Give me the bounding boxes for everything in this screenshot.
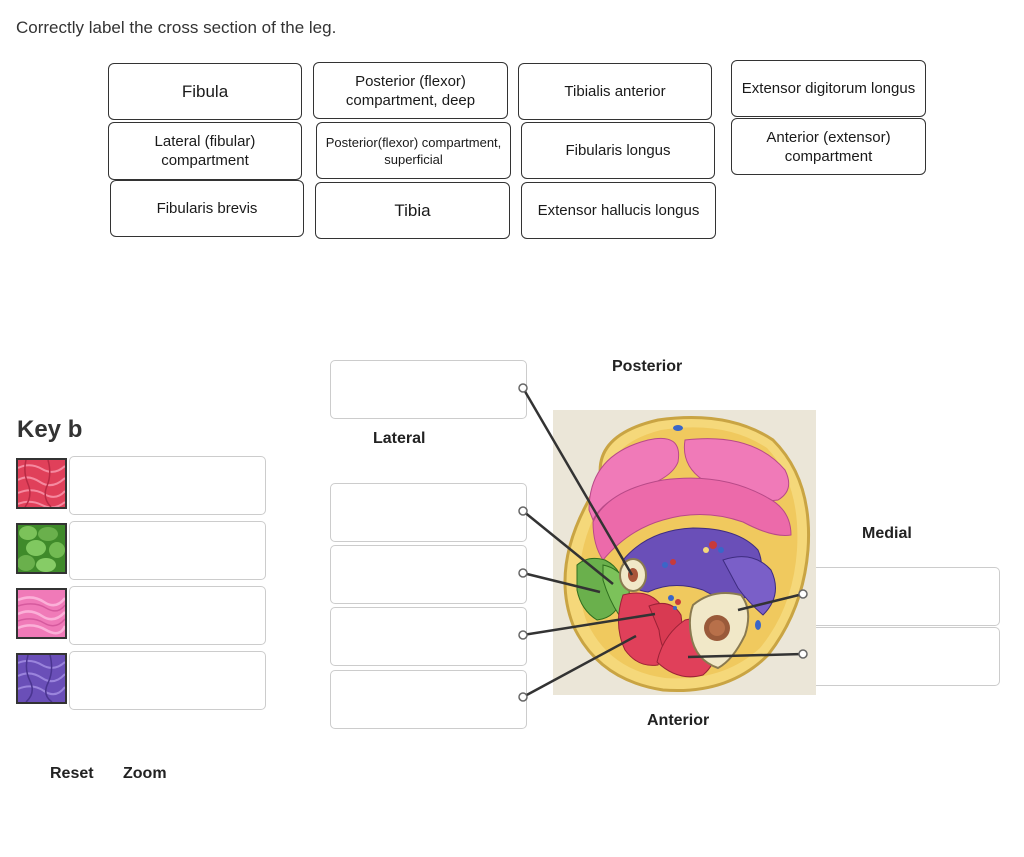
leg-cross-section-image [553,410,816,695]
label-tile-fibula[interactable]: Fibula [108,63,302,120]
direction-anterior: Anterior [647,712,710,729]
diagram-drop-zone-4[interactable] [330,607,527,666]
diagram-drop-zone-3[interactable] [330,545,527,604]
key-drop-zone-2[interactable] [69,521,266,580]
label-tile-posterior-deep[interactable]: Posterior (flexor) compartment, deep [313,62,508,119]
label-tile-tibialis-anterior[interactable]: Tibialis anterior [518,63,712,120]
instruction-text: Correctly label the cross section of the… [16,18,337,37]
reset-button[interactable]: Reset [50,765,94,782]
diagram-drop-zone-6[interactable] [803,567,1000,626]
label-tile-fibularis-brevis[interactable]: Fibularis brevis [110,180,304,237]
zoom-button[interactable]: Zoom [123,765,167,782]
swatch-pink-icon [16,588,67,639]
label-tile-extensor-hallucis-longus[interactable]: Extensor hallucis longus [521,182,716,239]
diagram-drop-zone-1[interactable] [330,360,527,419]
key-title: Key b [17,416,83,443]
direction-lateral: Lateral [373,430,426,447]
label-tile-tibia[interactable]: Tibia [315,182,510,239]
diagram-drop-zone-5[interactable] [330,670,527,729]
key-drop-zone-3[interactable] [69,586,266,645]
diagram-drop-zone-2[interactable] [330,483,527,542]
direction-medial: Medial [862,525,912,542]
key-drop-zone-1[interactable] [69,456,266,515]
label-tile-posterior-superficial[interactable]: Posterior(flexor) compartment, superfici… [316,122,511,179]
label-tile-fibularis-longus[interactable]: Fibularis longus [521,122,715,179]
swatch-red-icon [16,458,67,509]
swatch-purple-icon [16,653,67,704]
key-drop-zone-4[interactable] [69,651,266,710]
label-tile-anterior-compartment[interactable]: Anterior (extensor) compartment [731,118,926,175]
diagram-drop-zone-7[interactable] [803,627,1000,686]
direction-posterior: Posterior [612,358,683,375]
label-tile-extensor-digitorum-longus[interactable]: Extensor digitorum longus [731,60,926,117]
swatch-green-icon [16,523,67,574]
label-tile-lateral-compartment[interactable]: Lateral (fibular) compartment [108,122,302,180]
